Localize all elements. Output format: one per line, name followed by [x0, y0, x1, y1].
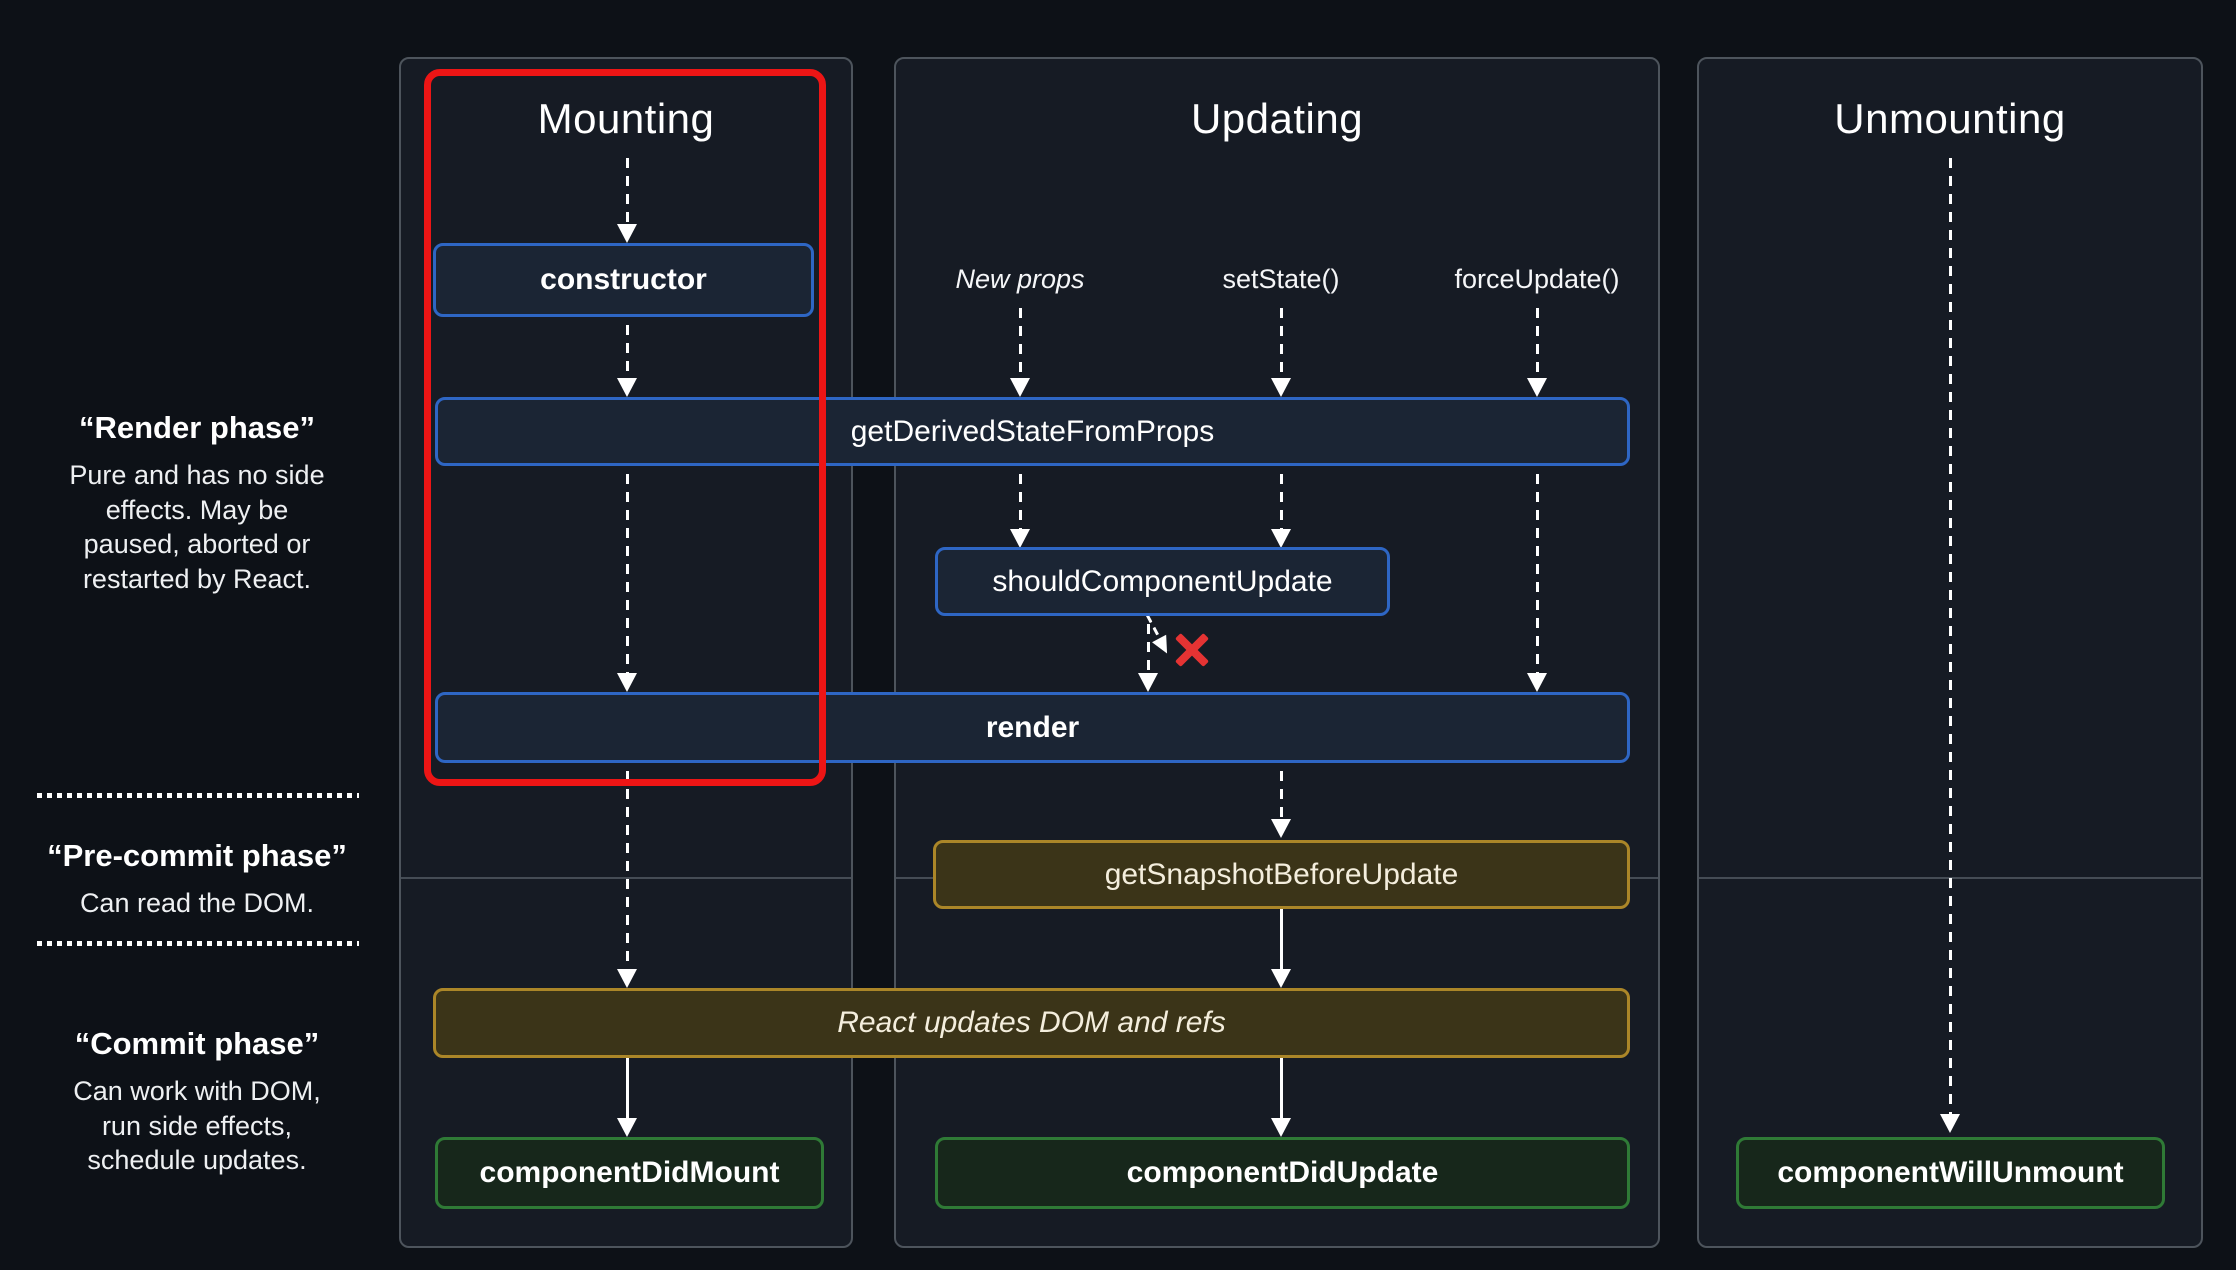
render-box: render — [435, 692, 1630, 763]
arrow-head — [1138, 673, 1158, 692]
arrow-head — [1271, 969, 1291, 988]
arrow-head — [617, 378, 637, 397]
arrow-line — [1279, 909, 1283, 969]
arrow-line — [625, 1058, 629, 1118]
arrow-line — [1535, 474, 1539, 673]
component-did-mount-box: componentDidMount — [435, 1137, 824, 1209]
component-will-unmount-box: componentWillUnmount — [1736, 1137, 2165, 1209]
react-updates-dom-box: React updates DOM and refs — [433, 988, 1630, 1058]
arrow-head — [1271, 1118, 1291, 1137]
commit-phase-label-block: “Commit phase” Can work with DOM, run si… — [12, 1026, 382, 1178]
new-props-label: New props — [955, 264, 1085, 294]
get-snapshot-before-update-box: getSnapshotBeforeUpdate — [933, 840, 1630, 909]
constructor-box: constructor — [433, 243, 814, 317]
commit-phase-description-line: Can work with DOM, — [73, 1076, 321, 1106]
render-phase-description-line: paused, aborted or — [83, 529, 311, 559]
pre-commit-phase-label-block: “Pre-commit phase” Can read the DOM. — [12, 838, 382, 921]
render-phase-title: “Render phase” — [78, 410, 315, 445]
phase-separator-dotted-line — [37, 941, 359, 946]
arrow-head — [1940, 1114, 1960, 1133]
arrow-head — [1010, 529, 1030, 548]
set-state-label: setState() — [1222, 264, 1340, 294]
arrow-head — [1527, 673, 1547, 692]
arrow-head — [1271, 378, 1291, 397]
get-derived-state-from-props-box: getDerivedStateFromProps — [435, 397, 1630, 466]
phase-separator-dotted-line — [37, 793, 359, 798]
pre-commit-phase-title: “Pre-commit phase” — [47, 838, 347, 873]
arrow-line — [625, 158, 629, 224]
arrow-head — [617, 969, 637, 988]
unmounting-column-title: Unmounting — [1834, 95, 2066, 142]
arrow-line — [625, 325, 629, 378]
arrow-line — [1948, 158, 1952, 1114]
commit-phase-description-line: run side effects, — [101, 1110, 293, 1141]
force-update-label: forceUpdate() — [1454, 264, 1620, 294]
arrow-head — [617, 1118, 637, 1137]
arrow-head — [1271, 819, 1291, 838]
updating-column: Updating — [894, 57, 1660, 1248]
pre-commit-phase-description-line: Can read the DOM. — [79, 888, 315, 918]
component-did-update-box: componentDidUpdate — [935, 1137, 1630, 1209]
arrow-line — [625, 771, 629, 969]
arrow-head — [1271, 529, 1291, 548]
arrow-head — [1527, 378, 1547, 397]
render-phase-description-line: Pure and has no side — [69, 460, 325, 490]
commit-phase-description-line: schedule updates. — [87, 1145, 307, 1175]
skip-update-x-icon — [1174, 632, 1210, 668]
mounting-column-title: Mounting — [537, 95, 715, 142]
commit-phase-title: “Commit phase” — [74, 1026, 320, 1061]
arrow-line — [1535, 308, 1539, 378]
arrow-head — [617, 224, 637, 243]
render-phase-description-line: effects. May be — [105, 494, 289, 525]
arrow-line — [1279, 474, 1283, 529]
arrow-line — [1279, 1058, 1283, 1118]
arrow-line — [1279, 308, 1283, 378]
arrow-line — [1018, 474, 1022, 529]
arrow-line — [1018, 308, 1022, 378]
arrow-head — [1010, 378, 1030, 397]
should-component-update-box: shouldComponentUpdate — [935, 547, 1390, 616]
arrow-line — [625, 474, 629, 673]
arrow-head — [617, 673, 637, 692]
arrow-line — [1279, 771, 1283, 819]
arrow-line — [1146, 624, 1150, 673]
render-phase-description-line: restarted by React. — [82, 563, 312, 594]
updating-column-title: Updating — [1190, 95, 1364, 142]
render-phase-label-block: “Render phase” Pure and has no side effe… — [12, 410, 382, 596]
